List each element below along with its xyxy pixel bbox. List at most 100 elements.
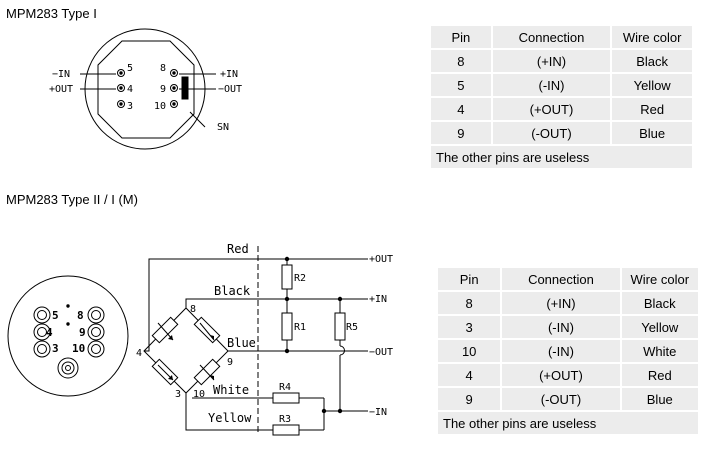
node-label-4: 4: [136, 348, 142, 359]
cell-connection: (+OUT): [502, 364, 620, 386]
cell-wire-color: White: [621, 340, 698, 362]
wire-label-yellow: Yellow: [208, 411, 252, 425]
table-note: The other pins are useless: [431, 146, 692, 168]
cell-connection: (+IN): [492, 50, 611, 72]
label-pos-out-left: +OUT: [49, 84, 73, 95]
table-row: 5 (-IN) Yellow: [431, 74, 692, 96]
label-in-pos: +IN: [369, 294, 387, 305]
pin-5-terminal: [117, 69, 125, 77]
header-pin: Pin: [438, 268, 501, 290]
table-row: 8 (+IN) Black: [431, 50, 692, 72]
sensor-chip: [181, 76, 189, 100]
table-row: 4 (+OUT) Red: [431, 98, 692, 120]
table-row: 10 (-IN) White: [438, 340, 698, 362]
table-row: 9 (-OUT) Blue: [438, 388, 698, 410]
cell-connection: (+OUT): [492, 98, 611, 120]
label-pos-in-right: +IN: [220, 69, 238, 80]
connector-pin3: 3: [52, 342, 59, 355]
cell-wire-color: Black: [612, 50, 692, 72]
cell-connection: (-OUT): [502, 388, 620, 410]
sensor-octagon: [97, 40, 195, 139]
header-wire-color: Wire color: [612, 26, 692, 48]
connector-pin8: 8: [77, 309, 84, 322]
cell-wire-color: Yellow: [621, 316, 698, 338]
connector-pin10: 10: [72, 342, 85, 355]
table-note-row: The other pins are useless: [438, 412, 698, 434]
cell-pin: 3: [438, 316, 501, 338]
connector-pin9: 9: [79, 326, 86, 339]
bridge-circuit: [143, 246, 368, 436]
cell-wire-color: Red: [621, 364, 698, 386]
cell-connection: (-IN): [502, 316, 620, 338]
cell-wire-color: Blue: [612, 122, 692, 144]
pin-10-terminal: [170, 100, 178, 108]
cell-wire-color: Black: [621, 292, 698, 314]
label-out-neg: −OUT: [369, 347, 393, 358]
pin-3-terminal: [117, 100, 125, 108]
cell-wire-color: Yellow: [612, 74, 692, 96]
label-pin3: 3: [127, 101, 133, 112]
sensor-top-view: [80, 28, 216, 150]
wire-label-blue: Blue: [227, 336, 256, 350]
cell-connection: (-IN): [492, 74, 611, 96]
label-r4: R4: [279, 382, 291, 393]
connector-pin5: 5: [52, 309, 59, 322]
connector-outer-circle: [7, 275, 129, 397]
label-neg-out-right: −OUT: [218, 84, 242, 95]
pin-table-type1: Pin Connection Wire color 8 (+IN) Black …: [429, 24, 694, 170]
bridge-diamond: [143, 307, 229, 394]
table-row: 3 (-IN) Yellow: [438, 316, 698, 338]
label-pin8: 8: [160, 63, 166, 74]
table-note: The other pins are useless: [438, 412, 698, 434]
header-connection: Connection: [502, 268, 620, 290]
resistor-r5: [334, 312, 346, 341]
resistor-r1: [281, 312, 293, 341]
cell-connection: (+IN): [502, 292, 620, 314]
table-row: 4 (+OUT) Red: [438, 364, 698, 386]
cell-pin: 9: [438, 388, 501, 410]
table-note-row: The other pins are useless: [431, 146, 692, 168]
table-row: 8 (+IN) Black: [438, 292, 698, 314]
label-r3: R3: [279, 414, 291, 425]
red-wire: [144, 258, 368, 352]
pin-4-terminal: [117, 84, 125, 92]
connector-view: [7, 275, 129, 397]
pin-8-terminal: [170, 69, 178, 77]
cell-pin: 9: [431, 122, 491, 144]
label-r1: R1: [294, 322, 306, 333]
label-pin4: 4: [127, 84, 133, 95]
section2-title: MPM283 Type II / I (M): [6, 192, 138, 207]
cell-pin: 5: [431, 74, 491, 96]
node-label-8: 8: [190, 304, 196, 315]
connector-pin4: 4: [46, 326, 53, 339]
node-label-3: 3: [175, 389, 181, 400]
header-wire-color: Wire color: [621, 268, 698, 290]
cell-wire-color: Blue: [621, 388, 698, 410]
cell-connection: (-IN): [502, 340, 620, 362]
table-header-row: Pin Connection Wire color: [438, 268, 698, 290]
resistor-r3: [272, 424, 300, 436]
label-pin9: 9: [160, 84, 166, 95]
black-wire: [185, 298, 368, 308]
resistor-r4: [272, 392, 300, 404]
cell-pin: 4: [438, 364, 501, 386]
wire-label-red: Red: [227, 242, 249, 256]
pin-table-type2: Pin Connection Wire color 8 (+IN) Black …: [436, 266, 700, 436]
cell-pin: 4: [431, 98, 491, 120]
label-pin5: 5: [127, 63, 133, 74]
cell-pin: 8: [438, 292, 501, 314]
label-pin10: 10: [154, 101, 166, 112]
label-r2: R2: [294, 273, 306, 284]
wire-label-black: Black: [214, 284, 251, 298]
cell-wire-color: Red: [612, 98, 692, 120]
table-row: 9 (-OUT) Blue: [431, 122, 692, 144]
header-pin: Pin: [431, 26, 491, 48]
label-sn: SN: [217, 122, 229, 133]
node-label-10: 10: [193, 389, 205, 400]
node-label-9: 9: [227, 357, 233, 368]
cell-pin: 10: [438, 340, 501, 362]
label-r5: R5: [346, 322, 358, 333]
table-header-row: Pin Connection Wire color: [431, 26, 692, 48]
wire-label-white: White: [213, 383, 249, 397]
